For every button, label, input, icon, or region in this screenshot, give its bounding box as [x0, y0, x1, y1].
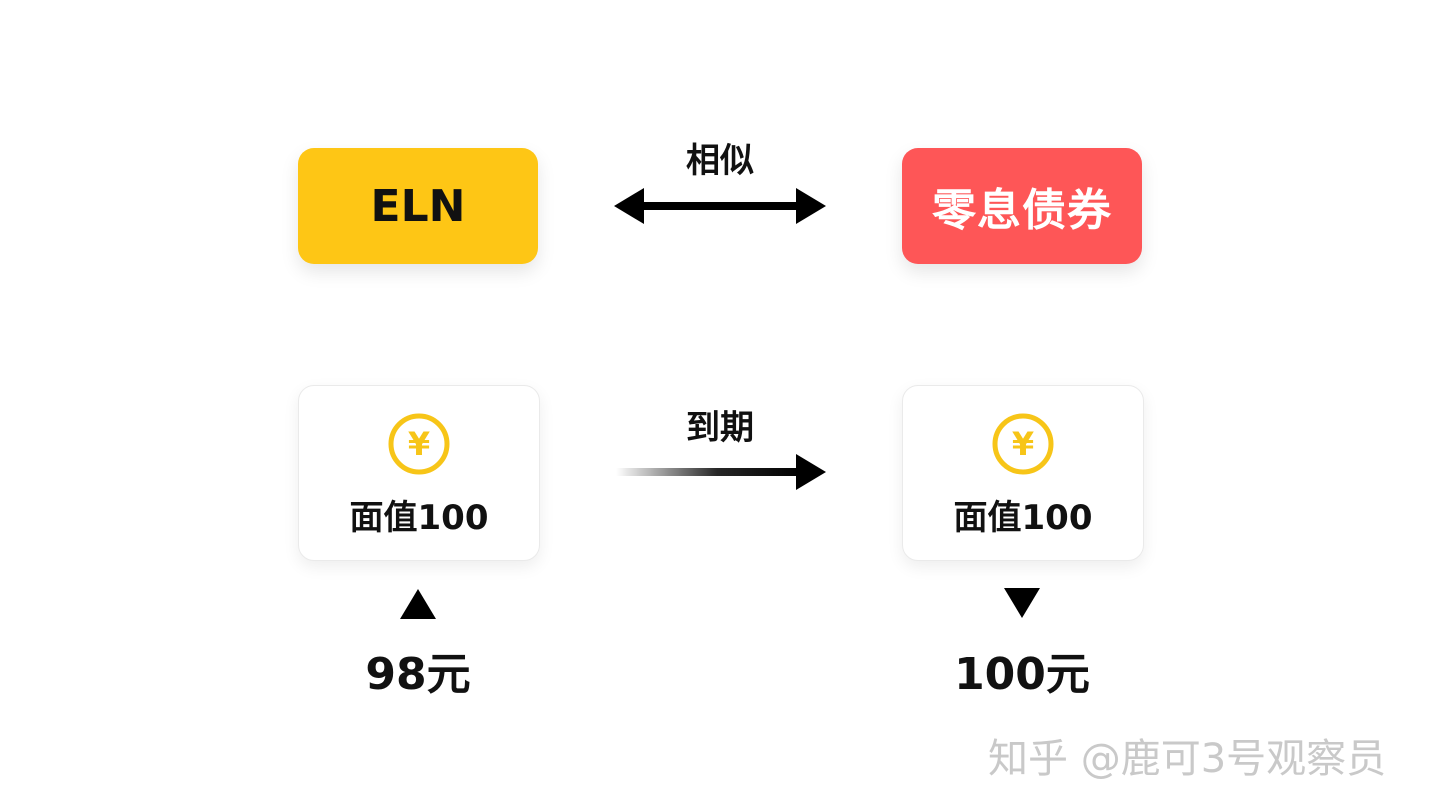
gradient-right-arrow-icon: [616, 454, 826, 490]
similar-label: 相似: [686, 141, 754, 181]
eln-label: ELN: [370, 180, 466, 232]
eln-box: ELN: [298, 148, 538, 264]
coin-symbol: ¥: [408, 425, 430, 463]
face-value-text: 面值100: [953, 498, 1093, 538]
down-triangle-icon: [1004, 588, 1040, 618]
zhihu-watermark: 知乎 @鹿可3号观察员: [988, 736, 1387, 782]
left-right-arrow-icon: [614, 188, 826, 224]
up-triangle-icon: [400, 589, 436, 619]
zero-coupon-bond-label: 零息债券: [932, 185, 1112, 236]
purchase-price: 98元: [365, 649, 471, 700]
face-value-card-left: ¥ 面值100: [298, 385, 540, 561]
face-value-card-right: ¥ 面值100: [902, 385, 1144, 561]
coin-symbol: ¥: [1012, 425, 1034, 463]
zero-coupon-bond-box: 零息债券: [902, 148, 1142, 264]
yuan-coin-icon: ¥: [388, 413, 450, 475]
maturity-label: 到期: [686, 408, 754, 448]
maturity-price: 100元: [954, 649, 1090, 700]
face-value-text: 面值100: [349, 498, 489, 538]
yuan-coin-icon: ¥: [992, 413, 1054, 475]
